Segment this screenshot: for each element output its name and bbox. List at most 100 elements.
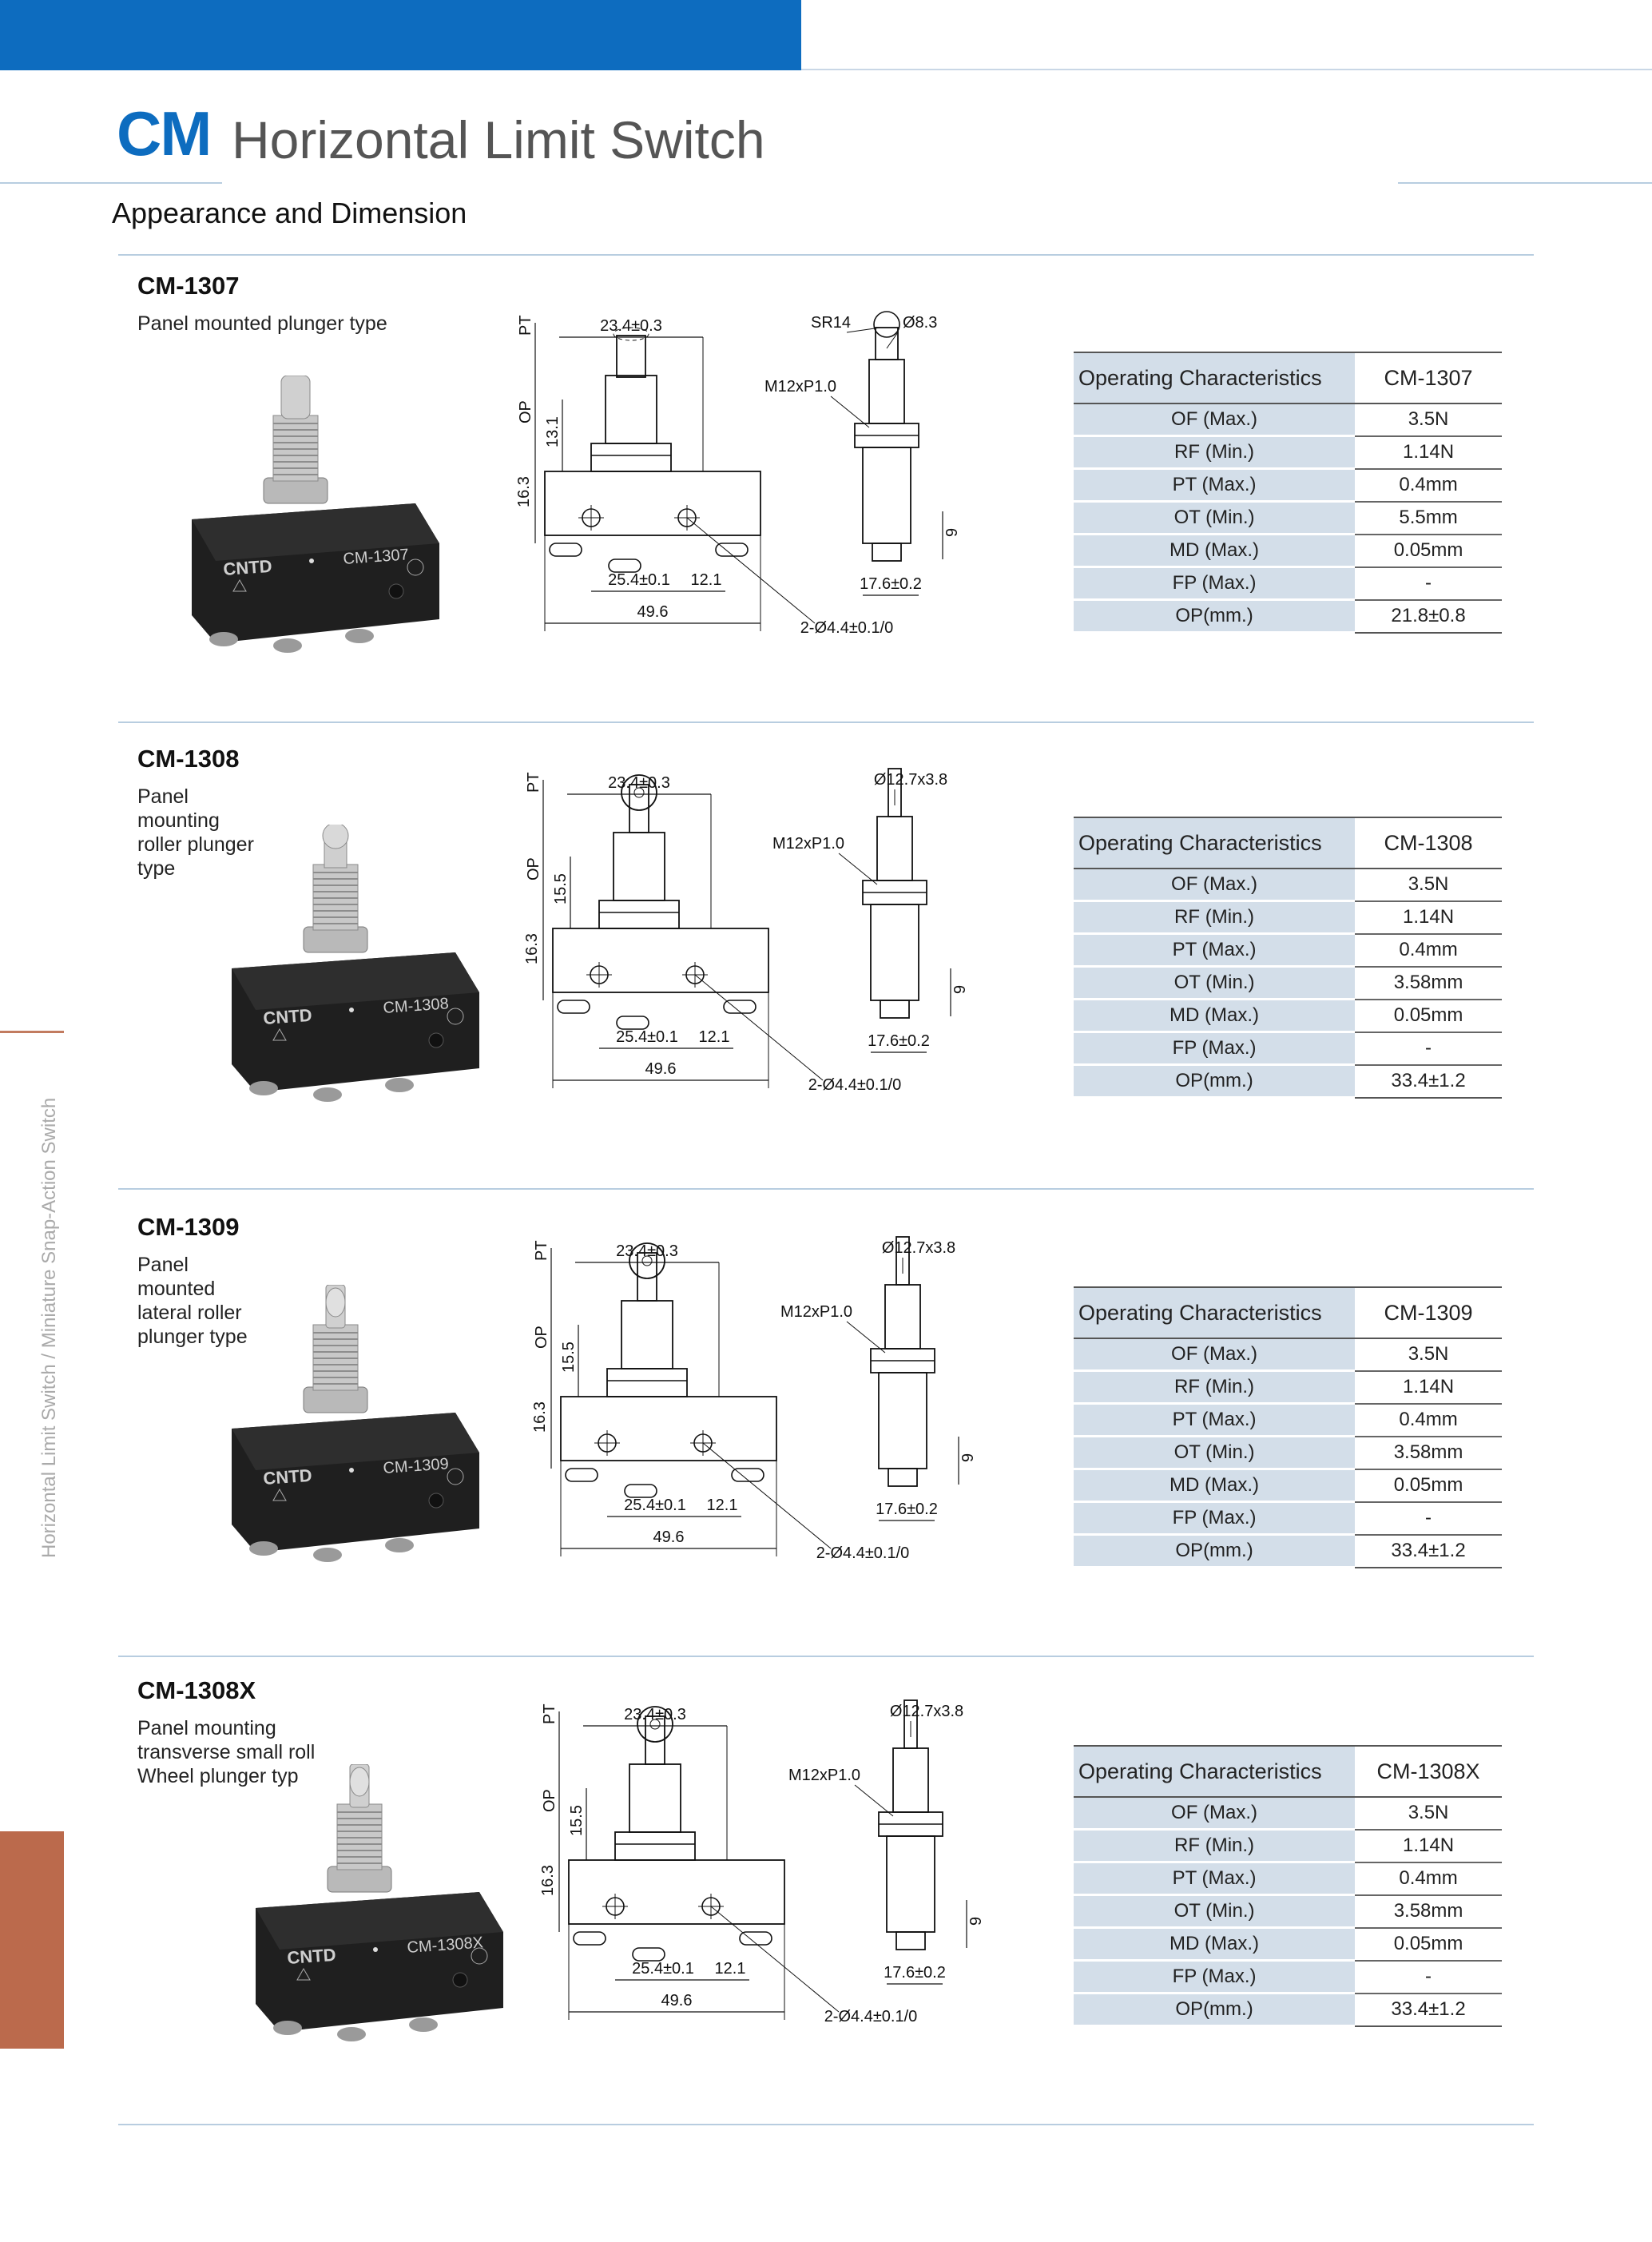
table-row: PT (Max.)0.4mm [1074, 1862, 1502, 1896]
body-dot [349, 1468, 354, 1473]
thread-leader [838, 853, 878, 885]
spec-label: OT (Min.) [1074, 1894, 1356, 1929]
front-view-stem [605, 375, 657, 444]
table-row: OP(mm.)21.8±0.8 [1074, 599, 1502, 634]
terminal-screw [313, 1087, 342, 1102]
spec-label: PT (Max.) [1074, 1403, 1356, 1437]
spec-label: MD (Max.) [1074, 534, 1356, 568]
hex-nut [327, 1866, 392, 1893]
spec-label: OT (Min.) [1074, 1436, 1356, 1470]
terminal [616, 1016, 649, 1030]
spec-label: FP (Max.) [1074, 1032, 1356, 1066]
section-title: Appearance and Dimension [112, 197, 467, 229]
table-row: FP (Max.)- [1074, 1960, 1502, 1994]
dim-label-dia: Ø12.7x3.8 [890, 1703, 963, 1720]
dim-label-holes: 2-Ø4.4±0.1/0 [808, 1076, 902, 1094]
description-line: Panel [137, 785, 189, 808]
switch-body-top [192, 503, 439, 561]
top-accent-bar [0, 0, 801, 70]
spec-label: OF (Max.) [1074, 403, 1356, 437]
table-row: MD (Max.)0.05mm [1074, 534, 1502, 568]
table-row: MD (Max.)0.05mm [1074, 1927, 1502, 1962]
side-accent-block [0, 1831, 64, 2049]
holes-leader [686, 517, 816, 624]
dim-label-offset: 12.1 [691, 571, 722, 589]
terminal-screw [273, 2021, 302, 2035]
spec-label: PT (Max.) [1074, 933, 1356, 968]
dim-label-holes: 2-Ø4.4±0.1/0 [816, 1544, 910, 1562]
warning-icon [296, 1967, 311, 1981]
front-view-stem [621, 1300, 673, 1369]
front-view-roller [637, 1706, 673, 1743]
switch-body-top [256, 1892, 503, 1950]
spec-label: MD (Max.) [1074, 1927, 1356, 1962]
spec-label: OT (Min.) [1074, 966, 1356, 1000]
warning-icon [272, 1028, 287, 1041]
front-view-body [560, 1396, 777, 1461]
dim-label-width: 23.4±0.3 [616, 1242, 678, 1260]
table-row: OF (Max.)3.5N [1074, 1338, 1502, 1372]
front-view-body [552, 928, 769, 993]
spec-label: RF (Min.) [1074, 435, 1356, 470]
spec-value: 0.05mm [1355, 1927, 1502, 1962]
spec-value: 3.5N [1355, 1797, 1502, 1831]
terminal [731, 1468, 764, 1482]
model-name: CM-1308X [137, 1676, 256, 1704]
holes-leader [702, 1442, 832, 1549]
side-view-body [862, 447, 911, 544]
warning-icon [232, 578, 247, 592]
roller-axle [649, 1719, 661, 1730]
description-line: lateral roller [137, 1302, 242, 1324]
dim-label-dia: Ø12.7x3.8 [882, 1239, 955, 1257]
dim-label-width: 23.4±0.3 [600, 317, 662, 335]
table-row: OP(mm.)33.4±1.2 [1074, 1064, 1502, 1099]
roller-wheel [325, 1287, 346, 1318]
front-view-nut [590, 443, 672, 472]
model-name: CM-1309 [137, 1213, 240, 1241]
dim-label-depth: 17.6±0.2 [884, 1964, 946, 1982]
title-rule-right [1398, 182, 1652, 184]
dim-label-h2: 16.3 [531, 1401, 549, 1433]
dim-label-pitch: 25.4±0.1 [608, 571, 670, 589]
front-view-nut [606, 1368, 688, 1397]
table-row: OT (Min.)3.58mm [1074, 1894, 1502, 1929]
table-header-label: Operating Characteristics [1074, 1286, 1356, 1339]
switch-body-top [232, 1413, 479, 1470]
roller-wheel [322, 825, 349, 849]
dim-label-dia: Ø8.3 [903, 314, 937, 332]
dim-label-thread: M12xP1.0 [772, 835, 844, 853]
body-brand: CNTD [287, 1945, 337, 1968]
cert-mark-icon [447, 1468, 464, 1485]
dim-label-pt: PT [541, 1703, 558, 1724]
side-view-roller [903, 1699, 918, 1749]
side-view-stem [892, 1747, 929, 1813]
front-view-body [544, 471, 761, 536]
spec-value: 1.14N [1355, 1829, 1502, 1863]
page-title: Horizontal Limit Switch [232, 110, 765, 169]
terminal-screw [249, 1541, 278, 1556]
dim-label-thread: M12xP1.0 [788, 1767, 860, 1784]
terminal [565, 1468, 598, 1482]
spec-value: 1.14N [1355, 1370, 1502, 1405]
terminal-screw [385, 1538, 414, 1552]
dim-label-h2: 16.3 [515, 476, 533, 507]
body-brand: CNTD [263, 1465, 313, 1489]
table-row: FP (Max.)- [1074, 1032, 1502, 1066]
description-line: type [137, 857, 176, 880]
body-brand: CNTD [223, 556, 273, 579]
table-header-label: Operating Characteristics [1074, 1745, 1356, 1798]
description-line: roller plunger [137, 833, 254, 856]
side-view-roller [895, 1236, 910, 1286]
cert-mark-icon [447, 1008, 464, 1025]
roller-axle [641, 1255, 653, 1266]
side-accent-rule [0, 1031, 64, 1033]
terminal-screw [409, 2017, 438, 2032]
holes-leader [710, 1906, 840, 2013]
terminal [739, 1931, 772, 1946]
table-row: OT (Min.)3.58mm [1074, 966, 1502, 1000]
dim-label-holes: 2-Ø4.4±0.1/0 [824, 2008, 918, 2025]
top-divider [801, 69, 1652, 70]
table-row: OP(mm.)33.4±1.2 [1074, 1993, 1502, 2027]
dim-label-total: 49.6 [661, 1992, 693, 2009]
thread-leader [830, 396, 870, 428]
